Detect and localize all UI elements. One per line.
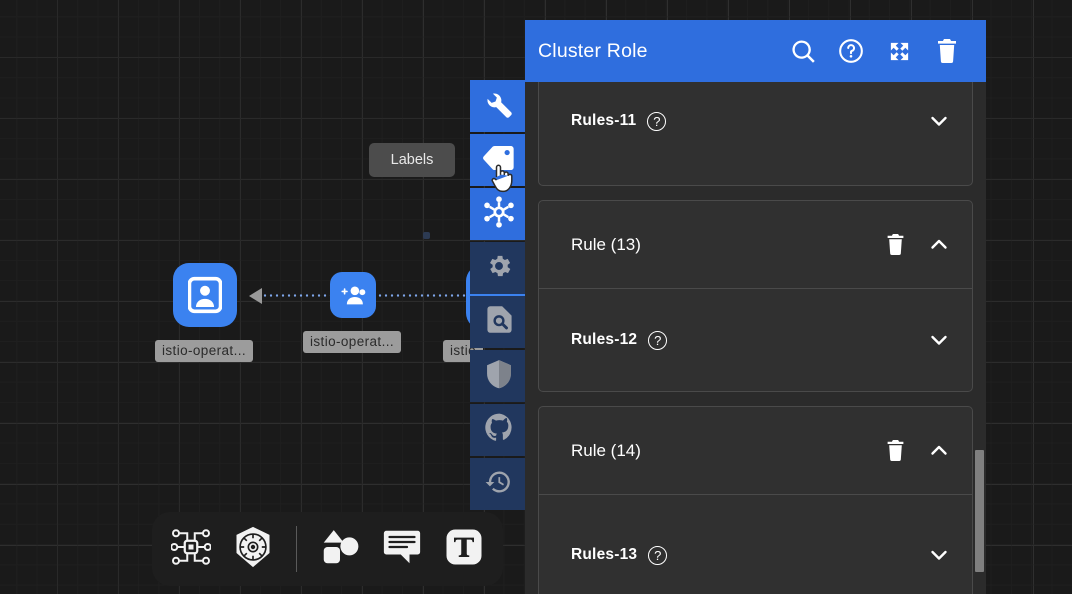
delete-icon[interactable] — [930, 34, 964, 68]
text-tool-icon — [444, 527, 484, 572]
panel-body[interactable]: Rules-11 ? Rule (13) — [525, 82, 986, 594]
graph-node-label: istio-operat... — [303, 331, 402, 353]
labels-tooltip-text: Labels — [390, 152, 434, 168]
rule-card: Rule (13) Rules-12 ? — [538, 200, 973, 392]
dock-item-shapes[interactable] — [315, 524, 365, 574]
chevron-up-icon[interactable] — [928, 440, 950, 462]
rule-card: Rule (14) Rules-13 ? — [538, 406, 973, 594]
graph-node-label: istio-operat... — [155, 340, 254, 362]
panel-title: Cluster Role — [538, 39, 648, 62]
chip-node-icon — [170, 527, 212, 572]
rules-card: Rules-11 ? — [538, 82, 973, 186]
panel-scroll-content: Rules-11 ? Rule (13) — [538, 82, 973, 594]
chevron-up-icon[interactable] — [928, 234, 950, 256]
rules-row[interactable]: Rules-11 ? — [539, 82, 972, 185]
help-icon[interactable]: ? — [647, 111, 667, 131]
chevron-down-icon[interactable] — [928, 329, 950, 351]
shield-icon — [486, 359, 512, 394]
rule-header-row[interactable]: Rule (14) — [539, 407, 972, 495]
wrench-icon — [484, 89, 514, 124]
help-icon[interactable]: ? — [648, 545, 668, 565]
vrail-item-topology[interactable] — [470, 188, 528, 240]
shapes-icon — [320, 527, 360, 572]
rules-label: Rules-13 — [571, 546, 638, 563]
comment-icon — [382, 528, 422, 571]
graph-edge-n2-n3 — [371, 294, 491, 297]
kubernetes-icon — [231, 525, 275, 574]
vertical-toolbar — [470, 80, 528, 510]
panel-scrollbar-thumb[interactable] — [975, 450, 984, 572]
id-badge-icon — [188, 276, 222, 314]
vrail-item-history[interactable] — [470, 458, 528, 510]
vrail-item-wrench[interactable] — [470, 80, 528, 132]
rules-row[interactable]: Rules-13 ? — [539, 495, 972, 594]
rules-label: Rules-12 — [571, 331, 638, 348]
rule-label: Rule (14) — [571, 440, 641, 460]
graph-node-id-badge[interactable] — [173, 263, 237, 327]
bottom-dock — [152, 512, 503, 586]
vrail-item-gear[interactable] — [470, 242, 528, 294]
graph-edge-n2-n1 — [250, 294, 355, 297]
rule-label: Rule (13) — [571, 234, 641, 254]
history-icon — [485, 468, 513, 501]
rules-row[interactable]: Rules-12 ? — [539, 289, 972, 391]
chevron-down-icon[interactable] — [928, 110, 950, 132]
canvas-dot — [423, 232, 430, 239]
vrail-item-shield[interactable] — [470, 350, 528, 402]
tag-icon — [483, 143, 515, 178]
delete-icon[interactable] — [880, 436, 910, 466]
delete-icon[interactable] — [880, 230, 910, 260]
dock-item-comment[interactable] — [377, 524, 427, 574]
vrail-item-github[interactable] — [470, 404, 528, 456]
topology-hub-icon — [483, 195, 515, 233]
gear-icon — [485, 252, 513, 285]
dock-item-kubernetes[interactable] — [228, 524, 278, 574]
expand-icon[interactable] — [882, 34, 916, 68]
panel-header: Cluster Role — [525, 20, 986, 82]
cluster-role-panel: Cluster Role — [525, 20, 986, 594]
add-people-icon — [339, 284, 367, 306]
graph-node-add-people[interactable] — [330, 272, 376, 318]
vrail-item-tag[interactable] — [470, 134, 528, 186]
vrail-item-document-search[interactable] — [470, 296, 528, 348]
help-icon[interactable]: ? — [648, 330, 668, 350]
labels-tooltip: Labels — [369, 143, 455, 177]
rule-header-row[interactable]: Rule (13) — [539, 201, 972, 289]
edge-arrowhead — [249, 288, 262, 304]
search-icon[interactable] — [786, 34, 820, 68]
rules-label: Rules-11 — [571, 112, 637, 129]
github-icon — [484, 413, 514, 447]
help-icon[interactable] — [834, 34, 868, 68]
chevron-down-icon[interactable] — [928, 544, 950, 566]
document-search-icon — [486, 305, 513, 339]
dock-item-chip-node[interactable] — [166, 524, 216, 574]
dock-item-text-tool[interactable] — [439, 524, 489, 574]
dock-divider — [296, 526, 297, 572]
